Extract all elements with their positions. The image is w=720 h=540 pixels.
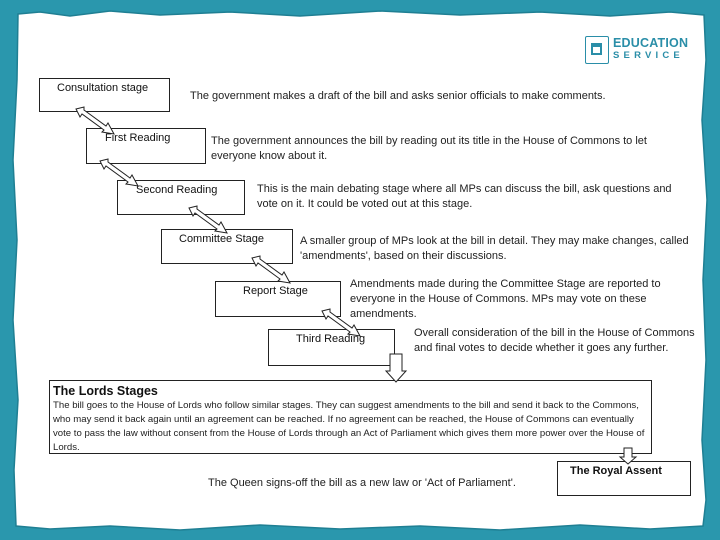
stage-box-second-reading: Second Reading bbox=[117, 180, 245, 215]
lords-stages-box: The Lords Stages The bill goes to the Ho… bbox=[49, 380, 652, 454]
stage-box-report: Report Stage bbox=[215, 281, 341, 317]
stage-label-consultation: Consultation stage bbox=[57, 82, 149, 94]
lords-stages-title: The Lords Stages bbox=[53, 384, 158, 398]
stage-description-third-reading: Overall consideration of the bill in the… bbox=[414, 327, 695, 354]
logo-line-1: EDUCATION bbox=[613, 36, 689, 50]
royal-assent-label: The Royal Assent bbox=[570, 465, 662, 477]
connector-arrow-4 bbox=[251, 255, 291, 284]
connector-arrow-1 bbox=[75, 106, 115, 135]
stage-box-committee: Committee Stage bbox=[161, 229, 293, 264]
stage-label-third-reading: Third Reading bbox=[296, 333, 366, 345]
royal-assent-description: The Queen signs-off the bill as a new la… bbox=[208, 477, 516, 489]
connector-arrow-7 bbox=[618, 447, 638, 465]
stage-label-second-reading: Second Reading bbox=[136, 184, 218, 196]
education-service-logo: EDUCATION SERVICE bbox=[585, 36, 689, 64]
connector-arrow-6 bbox=[384, 353, 408, 383]
stage-box-consultation: Consultation stage bbox=[39, 78, 170, 112]
lords-stages-text: The bill goes to the House of Lords who … bbox=[53, 400, 645, 453]
building-icon bbox=[585, 36, 609, 64]
stage-description-committee: A smaller group of MPs look at the bill … bbox=[300, 235, 689, 262]
stage-description-second-reading: This is the main debating stage where al… bbox=[257, 183, 672, 210]
royal-assent-box: The Royal Assent bbox=[557, 461, 691, 496]
stage-box-third-reading: Third Reading bbox=[268, 329, 395, 366]
logo-line-2: SERVICE bbox=[613, 50, 684, 61]
connector-arrow-3 bbox=[188, 205, 228, 234]
connector-arrow-2 bbox=[99, 158, 139, 187]
stage-label-first-reading: First Reading bbox=[105, 132, 171, 144]
stage-box-first-reading: First Reading bbox=[86, 128, 206, 164]
connector-arrow-5 bbox=[321, 308, 361, 337]
stage-description-consultation: The government makes a draft of the bill… bbox=[190, 90, 606, 102]
stage-description-report: Amendments made during the Committee Sta… bbox=[350, 278, 661, 320]
stage-label-committee: Committee Stage bbox=[179, 233, 264, 245]
stage-label-report: Report Stage bbox=[243, 285, 308, 297]
stage-description-first-reading: The government announces the bill by rea… bbox=[211, 135, 647, 162]
